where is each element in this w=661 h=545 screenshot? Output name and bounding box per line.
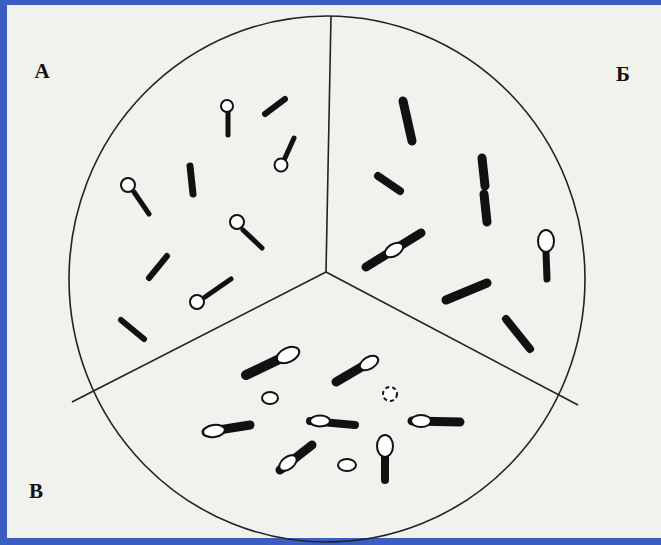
sector-label: Б [616, 64, 630, 85]
sector-label: В [29, 481, 43, 502]
sector-label: А [34, 61, 49, 82]
background [7, 5, 661, 538]
